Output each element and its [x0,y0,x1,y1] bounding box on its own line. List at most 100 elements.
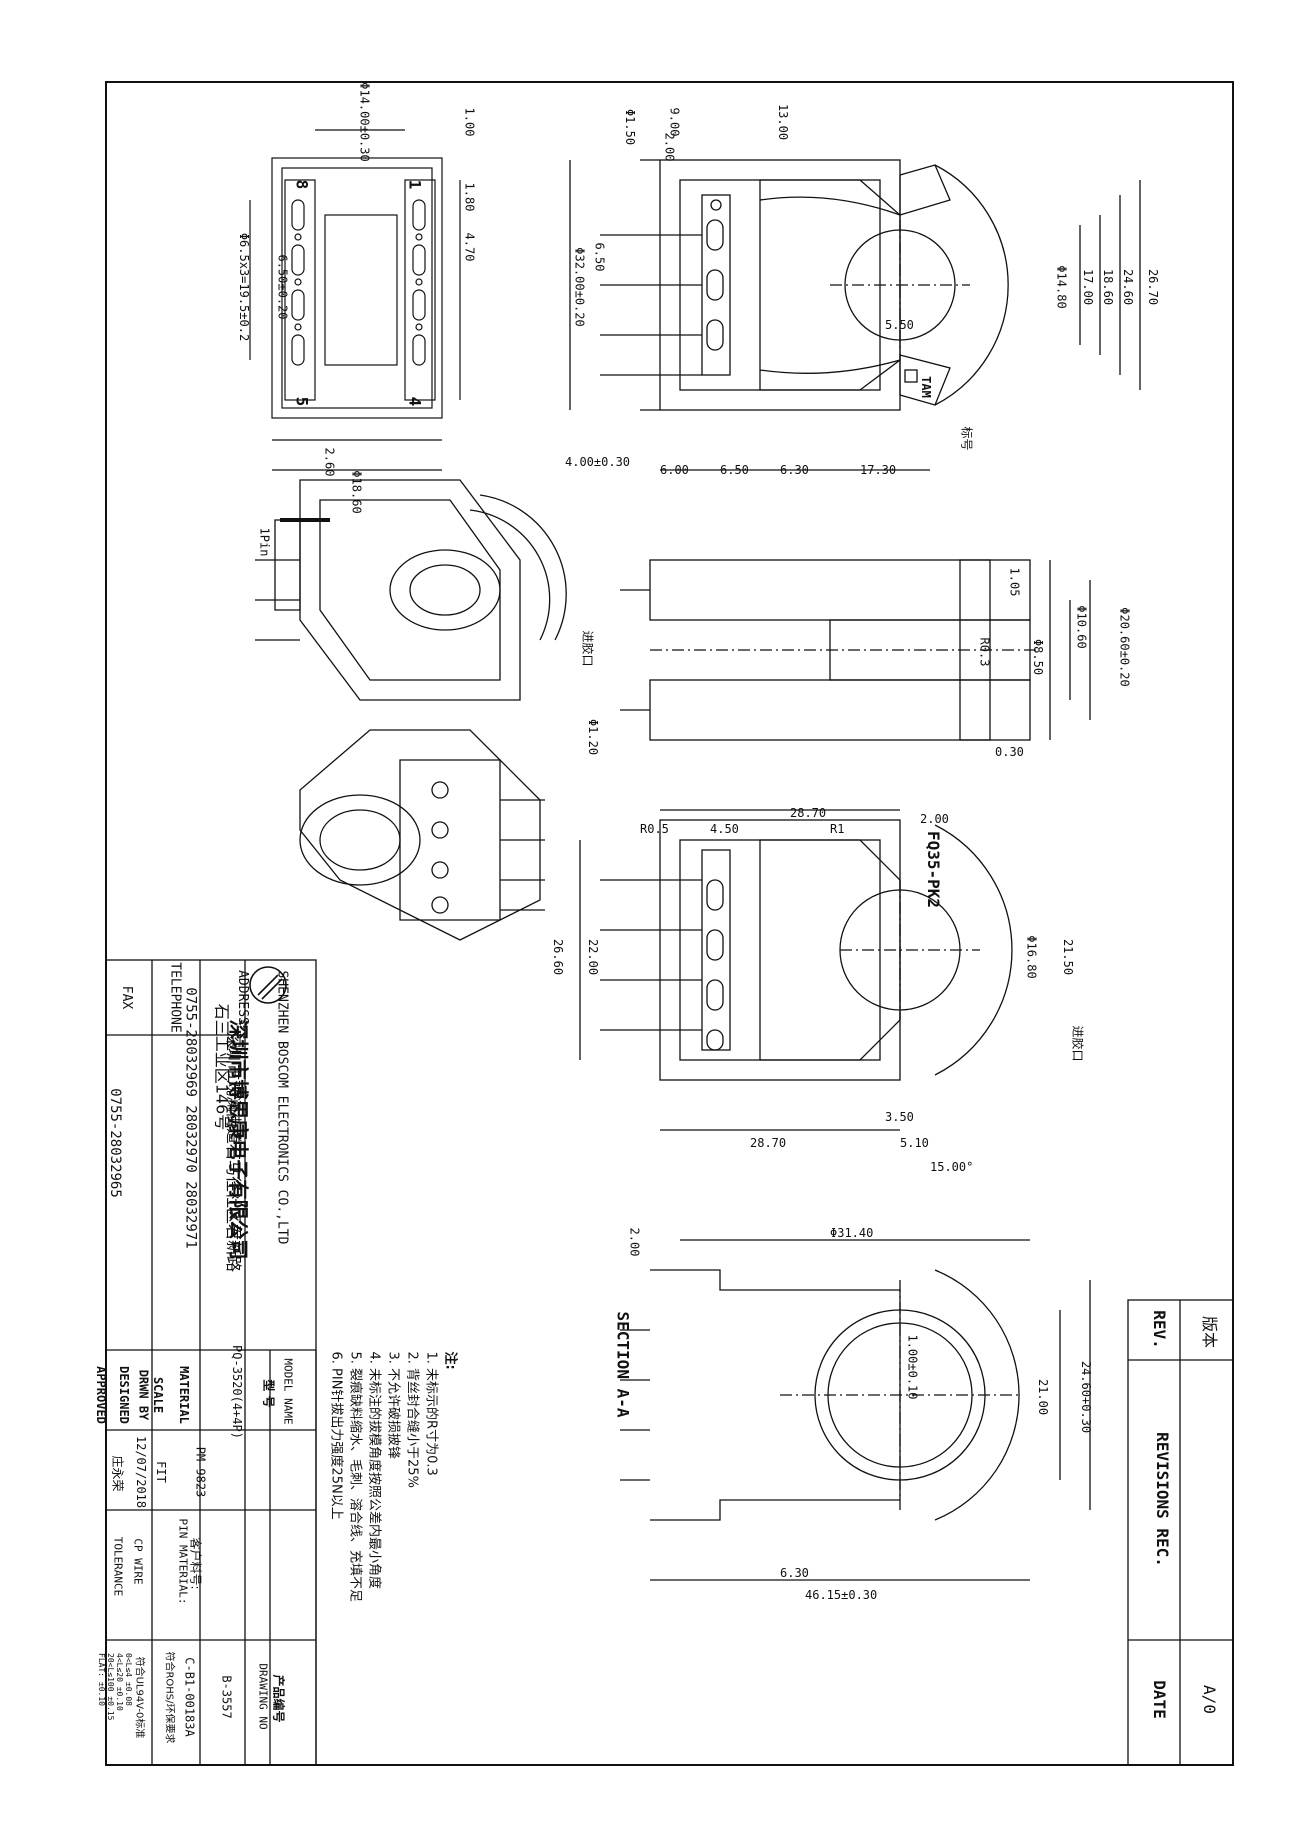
tolerance-row: 20<L≤100 ±0.15 [106,1653,115,1721]
tolerance-row: 0<L≤4 ±0.08 [124,1653,133,1706]
note-item: 2. 背丝封合缝小于25% [404,1351,420,1488]
pin-number-4: 4 [405,396,425,407]
dim-28-70-top: 28.70 [790,806,827,820]
address-line-2: 石三工业区146号 [212,1003,232,1131]
telephone-value: 0755-28032969 28032970 28032971 [182,987,199,1249]
material-value: PM-9823 [193,1446,208,1498]
dim-6-5x3: Φ6.5x3=19.5±0.2 [237,232,252,342]
dim-6-50-top: 6.50 [592,242,607,272]
dim-26-60: 26.60 [551,938,566,976]
dim-1-80: 1.80 [462,182,477,212]
label-1pin: 1Pin [257,527,272,557]
tolerance-table: 0<L≤4 ±0.08 4<L≤20 ±0.10 20<L≤100 ±0.15 … [97,1653,133,1763]
dim-8-50: Φ8.50 [1031,638,1046,676]
tolerance-row: 4<L≤20 ±0.10 [115,1653,124,1711]
dim-18-60b: 18.60 [1101,268,1116,306]
fax-value: 0755-28032965 [106,1088,123,1198]
dim-13-00: 13.00 [776,103,791,141]
isometric-view-top [255,479,567,701]
mark-note: 标号 [959,426,974,451]
dim-46-15: 46.15±0.30 [805,1588,878,1602]
notes-title: 注: [442,1351,458,1370]
dim-21: 21.00 [1036,1378,1051,1416]
revisions-label: REVISIONS REC. [1152,1432,1172,1567]
note-item: 1. 未标示的R寸为0.3 [423,1351,439,1476]
dim-5-50: 5.50 [885,318,914,332]
designed-label: DESIGNED [116,1366,131,1424]
dim-1-00: 1.00 [462,107,477,137]
note-item: 3. 不允许破损披锋 [385,1351,401,1460]
dim-6-00: 6.00 [660,463,689,477]
cp-wire-value: 符合UL94V-0标准 [133,1656,145,1739]
company-name-en: SHENZHEN BOSCOM ELECTRONICS CO.,LTD [274,970,290,1245]
drawn-value: 12/07/2018 [134,1435,149,1509]
dim-21-50: 21.50 [1061,938,1076,976]
drawing-value: B-3557 [219,1675,234,1719]
dim-2-00: 2.00 [662,132,677,162]
dim-26-70: 26.70 [1146,268,1161,306]
version-value: A/0 [1199,1685,1219,1714]
dim-28-70-bot: 28.70 [750,1136,787,1150]
mark-tam: TAM [918,376,933,398]
title-block-grid [105,959,317,1766]
dim-3-50: 3.50 [885,1110,914,1124]
dim-24-60pm: 24.60+0.30 [1079,1360,1094,1434]
pin-number-8: 8 [292,179,312,190]
notes-block: 注: 1. 未标示的R寸为0.3 2. 背丝封合缝小于25% 3. 不允许破损披… [329,1352,462,1682]
dim-r0-3: R0.3 [977,637,992,667]
sheet-border [105,81,1234,1766]
bottom-view [579,809,1013,1131]
tolerance-row: FLAT: ±0.10 [97,1653,106,1706]
pin-material-value: 符合ROHS/环保要求 [163,1651,175,1744]
dim-5-10: 5.10 [900,1136,929,1150]
dim-24-60: 24.60 [1121,268,1136,306]
fax-label: FAX [119,985,135,1010]
dim-6-30: 6.30 [780,463,809,477]
dim-1-00pm: 1.00±0.10 [905,1334,920,1400]
dim-22: 22.00 [586,938,601,976]
designed-value: 庄永荣 [110,1455,125,1492]
note-item: 4. 未标注的拔模角度按照公差内最小角度 [366,1351,382,1590]
tolerance-label: TOLERANCE [111,1536,125,1597]
material-label: MATERIAL [176,1366,191,1424]
dim-1-05: 1.05 [1007,567,1022,597]
pin-material-label: PIN MATERIAL: [176,1518,190,1605]
approved-label: APPROVED [93,1366,108,1424]
dim-4-50: 4.50 [710,822,739,836]
dim-2-00-sec: 2.00 [627,1227,642,1257]
label-gate: 进胶口 [580,630,595,667]
dim-0-30: 0.30 [995,745,1024,759]
dim-15deg: 15.00° [930,1160,974,1174]
drawing-label: DRAWING NO [256,1663,270,1730]
top-view [569,159,1141,471]
dim-2-00b: 2.00 [920,812,949,826]
address-label: ADDRESS [234,970,250,1025]
dim-16-80: Φ16.80 [1024,935,1039,979]
model-value: PQ-3520(4+4P) [229,1345,244,1439]
mark-model: FQ35-PK2 [924,830,944,909]
dim-17-30: 17.30 [860,463,897,477]
dim-6-30b: 6.30 [780,1566,809,1580]
dim-d14: Φ14.00±0.30 [357,82,372,162]
isometric-view-bottom [299,729,545,941]
dim-4-70: 4.70 [462,232,477,262]
dim-14-80: Φ14.80 [1054,265,1069,309]
label-gate-2: 进胶口 [1070,1025,1085,1062]
note-item: 6. PIN针拔出力强度25N以上 [328,1351,344,1520]
date-label: DATE [1149,1680,1169,1719]
side-view [620,559,1091,741]
dim-6-5pm: 6.50±0.20 [275,254,290,320]
cp-wire-label: CP WIRE [131,1538,145,1585]
customer-no-value: C-B1-00183A [182,1657,197,1737]
company-logo [249,966,287,1004]
rev-label: REV. [1149,1310,1169,1349]
dim-1-20: Φ1.20 [586,718,601,756]
model-label: MODEL NAME [281,1358,295,1425]
revision-block-grid [1127,1299,1234,1766]
pin-number-5: 5 [292,396,312,407]
scale-label: SCALE [151,1376,166,1414]
dim-6-50b: 6.50 [720,463,749,477]
section-view [620,1239,1091,1581]
